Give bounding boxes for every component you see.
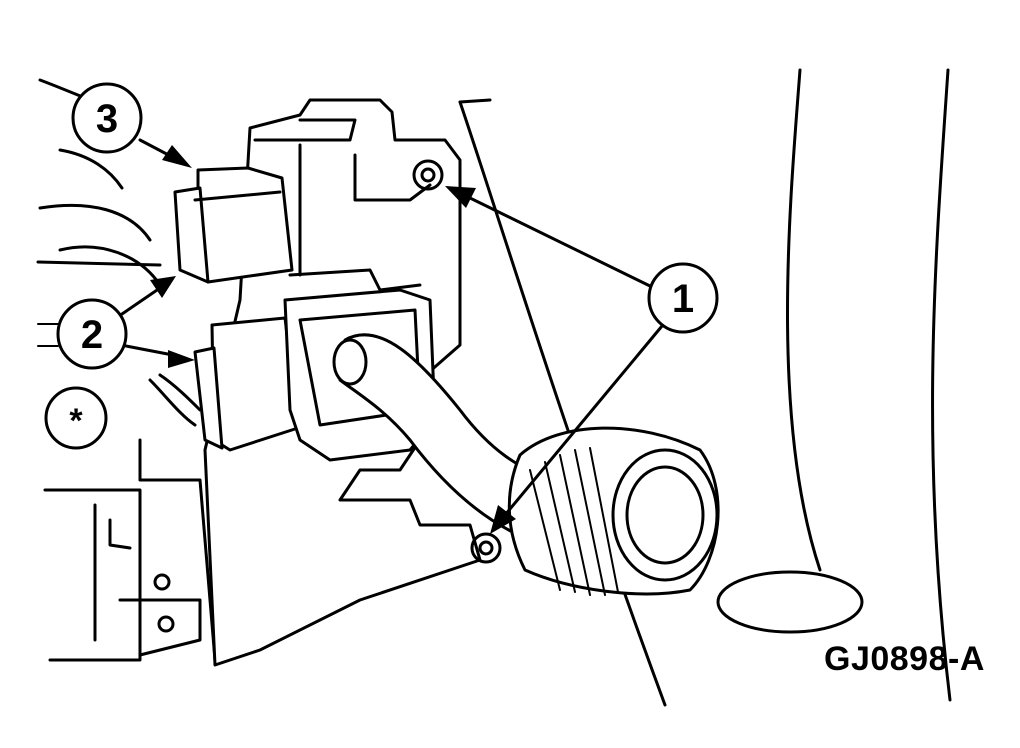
reference-marker: *: [44, 386, 108, 450]
lower-connector: [148, 316, 300, 452]
upper-connector: [173, 166, 294, 284]
callout-1: 1: [445, 186, 719, 534]
callout-3-label: 3: [96, 97, 118, 141]
callout-2-label: 2: [81, 313, 103, 357]
column-housing: [458, 68, 952, 707]
turn-signal-lever: [332, 333, 720, 596]
asterisk-label: *: [69, 402, 83, 440]
figure-id: GJ0898-A: [824, 640, 985, 678]
callout-1-label: 1: [672, 277, 694, 321]
callout-2: 2: [56, 276, 195, 370]
callout-3: 3: [71, 82, 192, 168]
